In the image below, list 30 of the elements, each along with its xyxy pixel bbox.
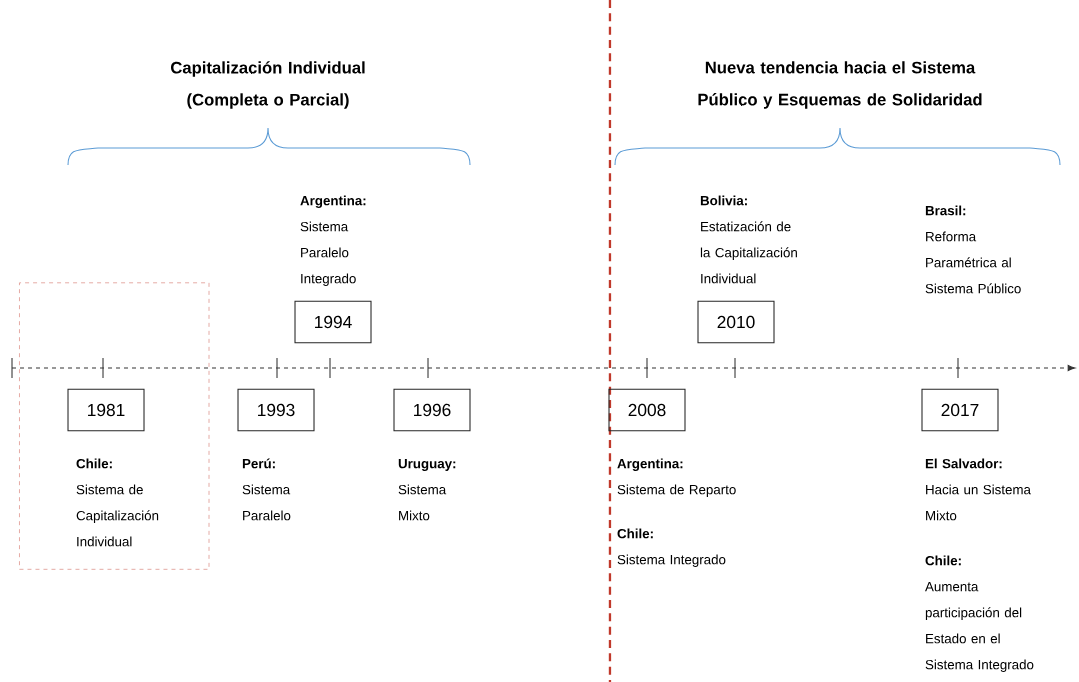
- year-box: 1981: [67, 388, 145, 432]
- country-name: Argentina:: [300, 195, 366, 208]
- description-text: Sistema Paralelo: [242, 484, 291, 521]
- heading: Capitalización Individual (Completa o Parcial): [171, 61, 365, 109]
- country-name: Chile:: [925, 555, 961, 566]
- country-name: El Salvador:: [925, 458, 1002, 469]
- description-text: Sistema de Reparto: [617, 484, 736, 497]
- description-text: Aumenta participación del Estado en el Sistema Integrado: [925, 582, 1034, 672]
- heading: Nueva tendencia hacia el Sistema Público y Esquemas de Solidaridad: [698, 61, 982, 109]
- year-box: 1993: [237, 388, 315, 432]
- country-name: Brasil:: [925, 205, 966, 216]
- year-box: 2017: [921, 388, 999, 432]
- year-box: 1996: [393, 388, 471, 432]
- country-name: Chile:: [76, 458, 112, 469]
- description-text: Sistema Mixto: [398, 484, 447, 521]
- description-text: Estatización de la Capitalización Individual: [700, 221, 797, 284]
- description-text: Reforma Paramétrica al Sistema Público: [925, 231, 1021, 294]
- country-name: Chile:: [617, 528, 653, 539]
- description-text: Sistema Integrado: [617, 554, 726, 567]
- year-box: 2010: [697, 300, 775, 344]
- year-box: 1994: [294, 300, 372, 344]
- description-text: Sistema de Capitalización Individual: [76, 484, 159, 547]
- highlight-frame: [19, 282, 210, 570]
- year-box: 2008: [608, 388, 686, 432]
- country-name: Argentina:: [617, 458, 683, 471]
- description-text: Hacia un Sistema Mixto: [926, 484, 1031, 521]
- country-name: Bolivia:: [700, 195, 747, 206]
- description-text: Sistema Paralelo Integrado: [300, 221, 356, 286]
- country-name: Perú:: [242, 458, 275, 469]
- country-name: Uruguay:: [398, 459, 456, 471]
